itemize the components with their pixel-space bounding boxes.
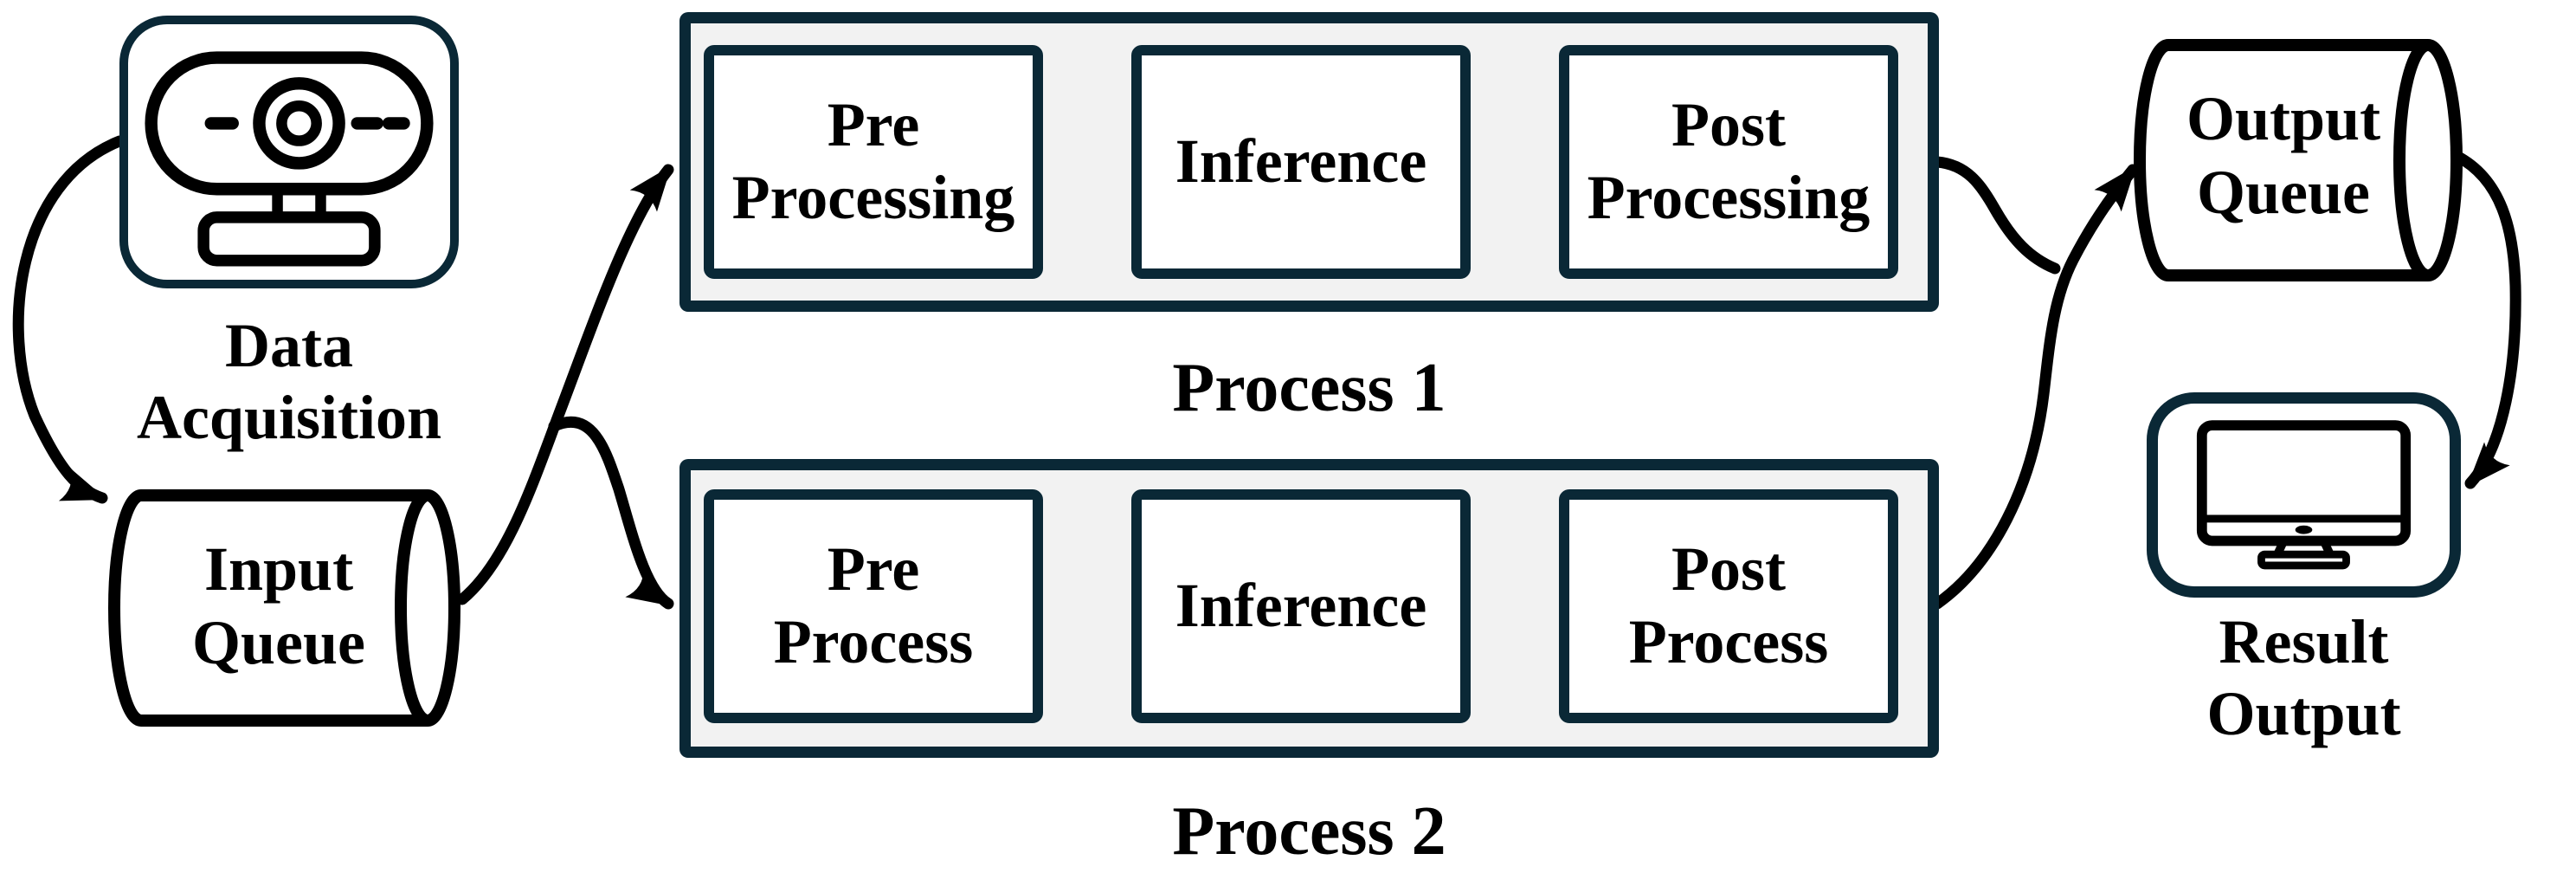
step-label-line: Pre <box>827 90 920 160</box>
step-label-line: Inference <box>1175 126 1427 197</box>
step-label-line: Process <box>773 607 974 676</box>
process2-step-pre-process: Pre Process <box>704 489 1043 723</box>
data-acquisition-node <box>119 16 459 288</box>
process1-container: Pre Processing Inference Post Processing <box>679 12 1939 312</box>
step-label-line: Processing <box>1587 163 1871 232</box>
input-queue-label-line1: Input <box>203 534 354 604</box>
process2-step-post-process: Post Process <box>1559 489 1898 723</box>
webcam-icon <box>145 50 434 267</box>
result-output-node <box>2147 392 2461 598</box>
input-queue-label: Input Queue <box>141 533 416 680</box>
process1-step-inference: Inference <box>1131 45 1471 279</box>
result-output-label-line2: Output <box>2206 678 2401 748</box>
output-queue-label-line2: Queue <box>2196 157 2370 227</box>
step-label-line: Processing <box>731 163 1015 232</box>
process1-label: Process 1 <box>1172 350 1446 426</box>
edge-dataacq-to-inputqueue <box>12 135 126 504</box>
input-queue-label-line2: Queue <box>191 607 365 677</box>
output-queue-label: Output Queue <box>2168 82 2399 230</box>
edge-inputqueue-to-process2 <box>548 416 674 610</box>
input-queue-cylinder <box>108 489 460 727</box>
step-label-line: Inference <box>1175 571 1427 641</box>
process2-label: Process 2 <box>1172 793 1446 870</box>
result-output-label: Result Output <box>2129 606 2478 750</box>
monitor-icon <box>2196 420 2412 570</box>
result-output-label-line1: Result <box>2219 607 2389 676</box>
edge-inputqueue-to-process1 <box>456 164 674 605</box>
edge-outputqueue-to-result <box>2450 150 2521 489</box>
step-label-line: Pre <box>827 534 920 605</box>
data-acquisition-label-line1: Data <box>225 311 353 380</box>
output-queue-cylinder <box>2134 39 2463 281</box>
process1-step-post-processing: Post Processing <box>1559 45 1898 279</box>
step-label-line: Post <box>1671 90 1786 160</box>
data-acquisition-label-line2: Acquisition <box>136 382 442 452</box>
process2-container: Pre Process Inference Post Process <box>679 459 1939 758</box>
edge-process2-to-outputqueue <box>1931 164 2139 610</box>
process2-step-inference: Inference <box>1131 489 1471 723</box>
data-acquisition-label: Data Acquisition <box>102 310 476 454</box>
output-queue-label-line1: Output <box>2186 84 2381 153</box>
process1-step-pre-processing: Pre Processing <box>704 45 1043 279</box>
edge-process1-out <box>1931 156 2061 275</box>
step-label-line: Process <box>1628 607 1829 676</box>
step-label-line: Post <box>1671 534 1786 605</box>
